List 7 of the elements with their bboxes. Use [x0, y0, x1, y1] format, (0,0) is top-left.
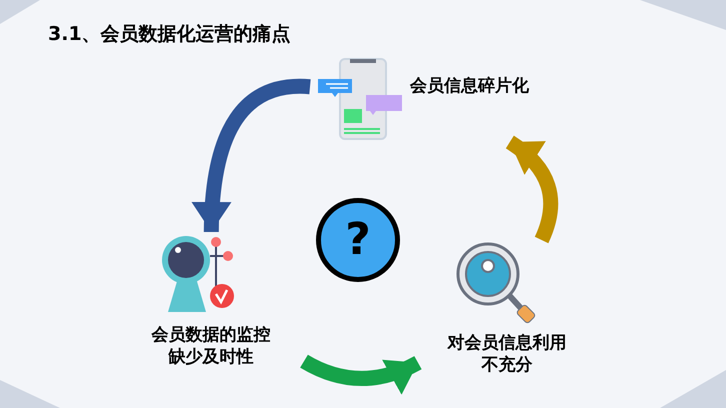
node-label: 会员信息碎片化	[410, 75, 530, 97]
slide-title: 3.1、会员数据化运营的痛点	[48, 22, 291, 47]
curved-arrow	[300, 354, 422, 394]
node-label: 对会员信息利用不充分	[446, 332, 568, 376]
node-label: 会员数据的监控缺少及时性	[150, 324, 272, 368]
curved-arrow	[192, 78, 310, 232]
question-mark: ?	[345, 218, 371, 262]
